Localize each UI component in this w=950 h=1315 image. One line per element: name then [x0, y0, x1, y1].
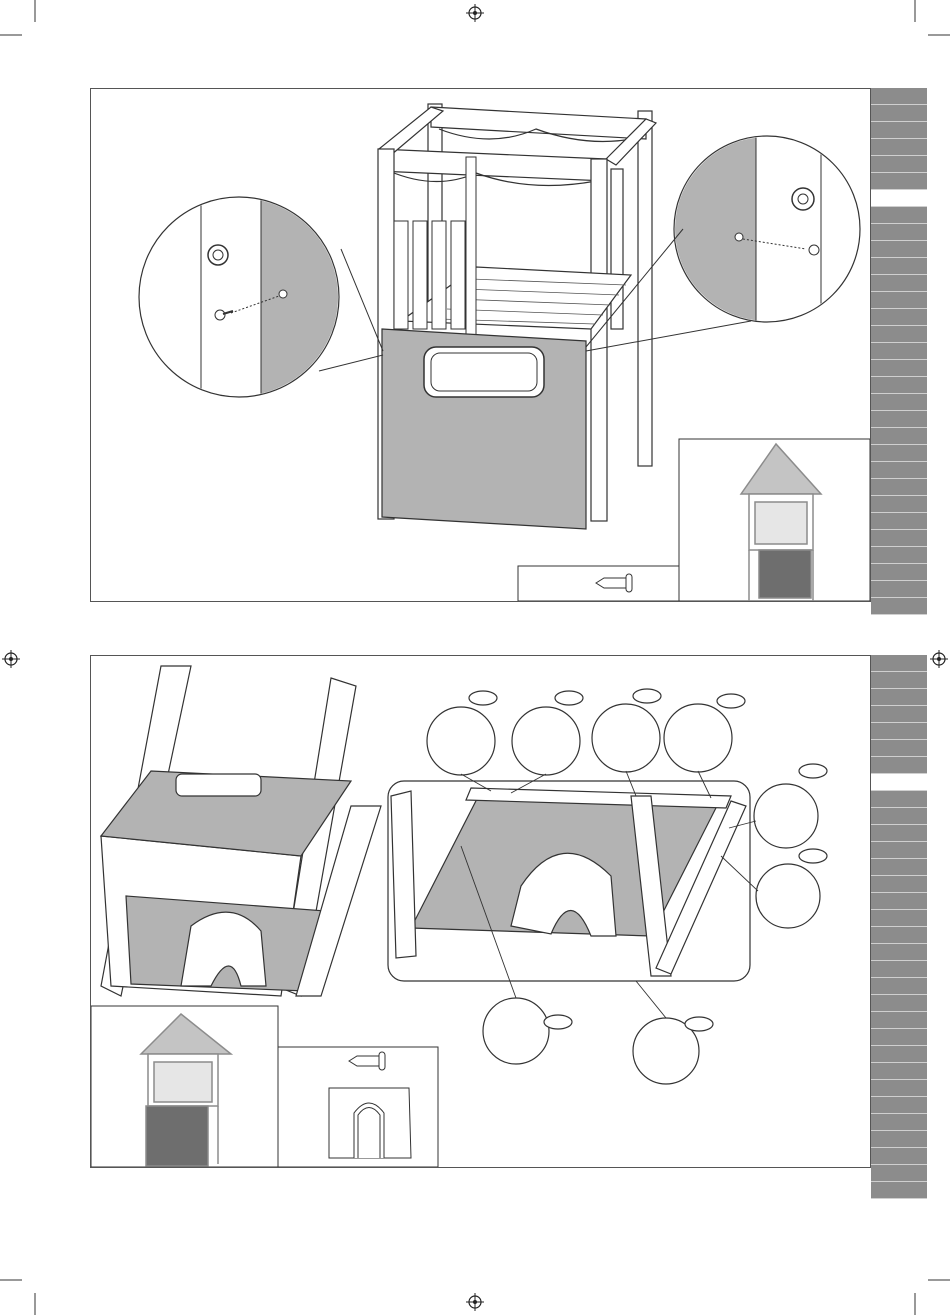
crosshair-icon — [466, 4, 484, 22]
screw-detail-2 — [512, 707, 580, 775]
step-bottom-panel — [90, 655, 871, 1168]
screw-detail-1 — [427, 707, 495, 775]
screw-detail-3 — [592, 704, 660, 772]
crosshair-icon — [2, 650, 20, 668]
crosshair-icon — [466, 1293, 484, 1311]
tabs-top — [871, 88, 927, 615]
magnifier-detail-left — [139, 189, 383, 409]
screw-detail-7 — [483, 998, 549, 1064]
screw-detail-4 — [664, 704, 732, 772]
step-bottom-illustration — [91, 656, 870, 1167]
screw-detail-6 — [756, 864, 820, 928]
arched-wall-panel-icon — [329, 1088, 411, 1158]
magnifier-detail-right — [586, 129, 860, 351]
step-top-panel — [90, 88, 871, 602]
screw-detail-5 — [754, 784, 818, 848]
crosshair-icon — [930, 650, 948, 668]
step-top-illustration — [91, 89, 870, 601]
tabs-bottom — [871, 655, 927, 1199]
